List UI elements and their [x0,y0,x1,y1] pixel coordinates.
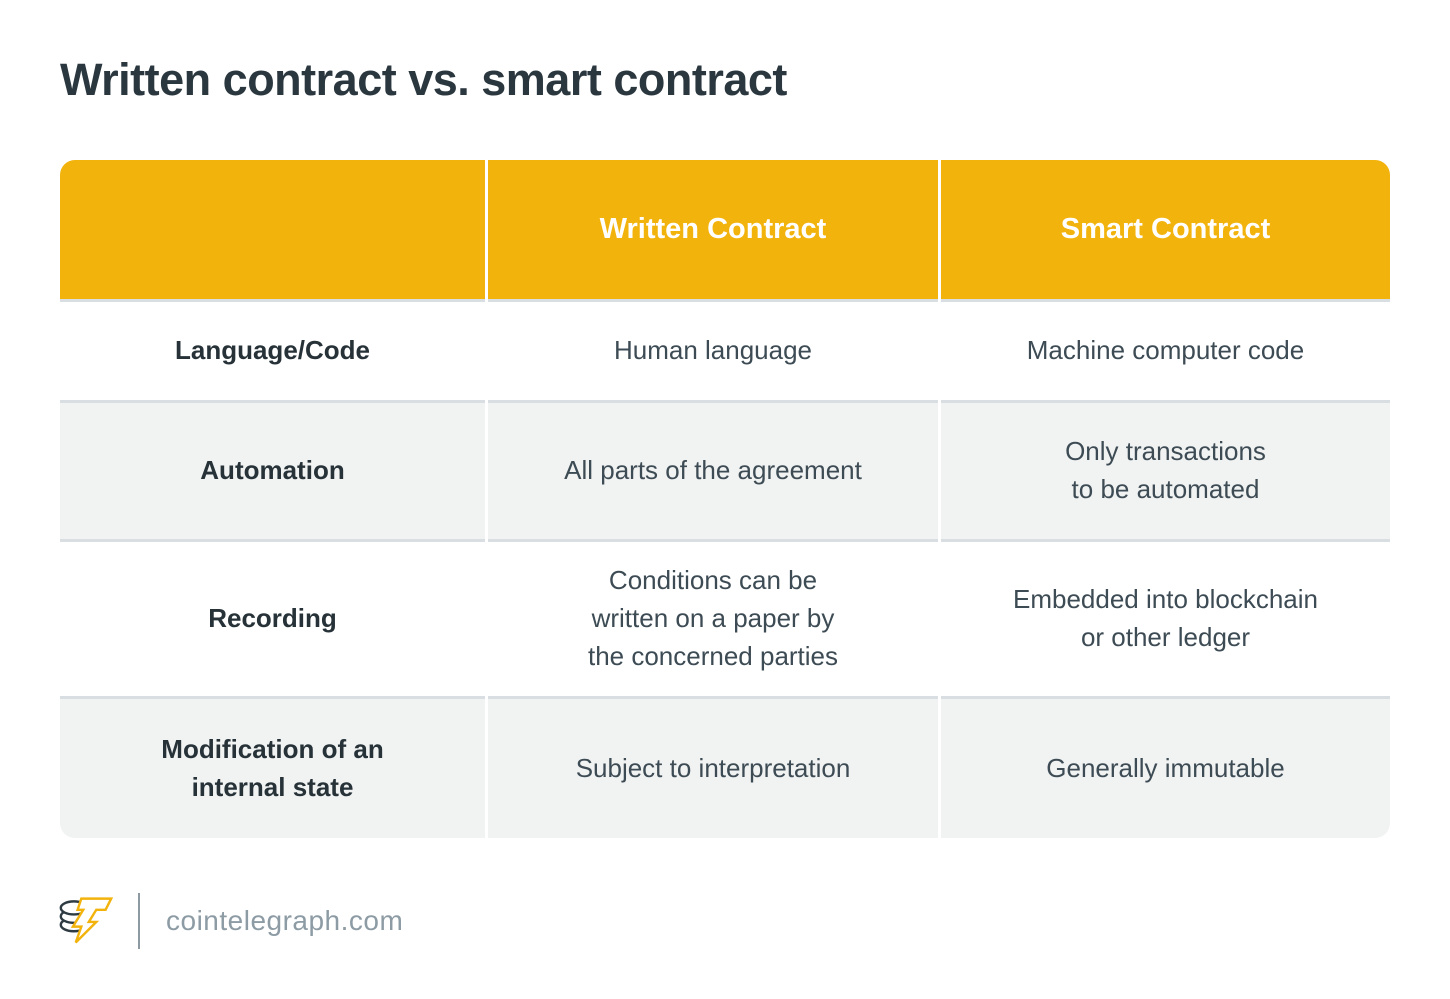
cell-written-modification: Subject to interpretation [488,696,938,838]
cointelegraph-coin-icon [58,893,114,949]
cell-smart-automation: Only transactions to be automated [941,400,1390,539]
row-label-language-code: Language/Code [60,299,485,400]
cell-written-automation: All parts of the agreement [488,400,938,539]
cell-smart-language-code: Machine computer code [941,299,1390,400]
footer: cointelegraph.com [58,890,403,952]
footer-site-text: cointelegraph.com [166,905,404,936]
page-title: Written contract vs. smart contract [60,54,787,105]
header-cell-smart-contract: Smart Contract [941,160,1390,299]
row-label-automation: Automation [60,400,485,539]
header-cell-blank [60,160,485,299]
cell-smart-modification: Generally immutable [941,696,1390,838]
cell-written-recording: Conditions can be written on a paper by … [488,539,938,696]
header-cell-written-contract: Written Contract [488,160,938,299]
cell-smart-recording: Embedded into blockchain or other ledger [941,539,1390,696]
row-label-recording: Recording [60,539,485,696]
row-label-modification: Modification of an internal state [60,696,485,838]
footer-divider [138,893,140,949]
cell-written-language-code: Human language [488,299,938,400]
comparison-table: Written Contract Smart Contract Language… [60,160,1390,838]
